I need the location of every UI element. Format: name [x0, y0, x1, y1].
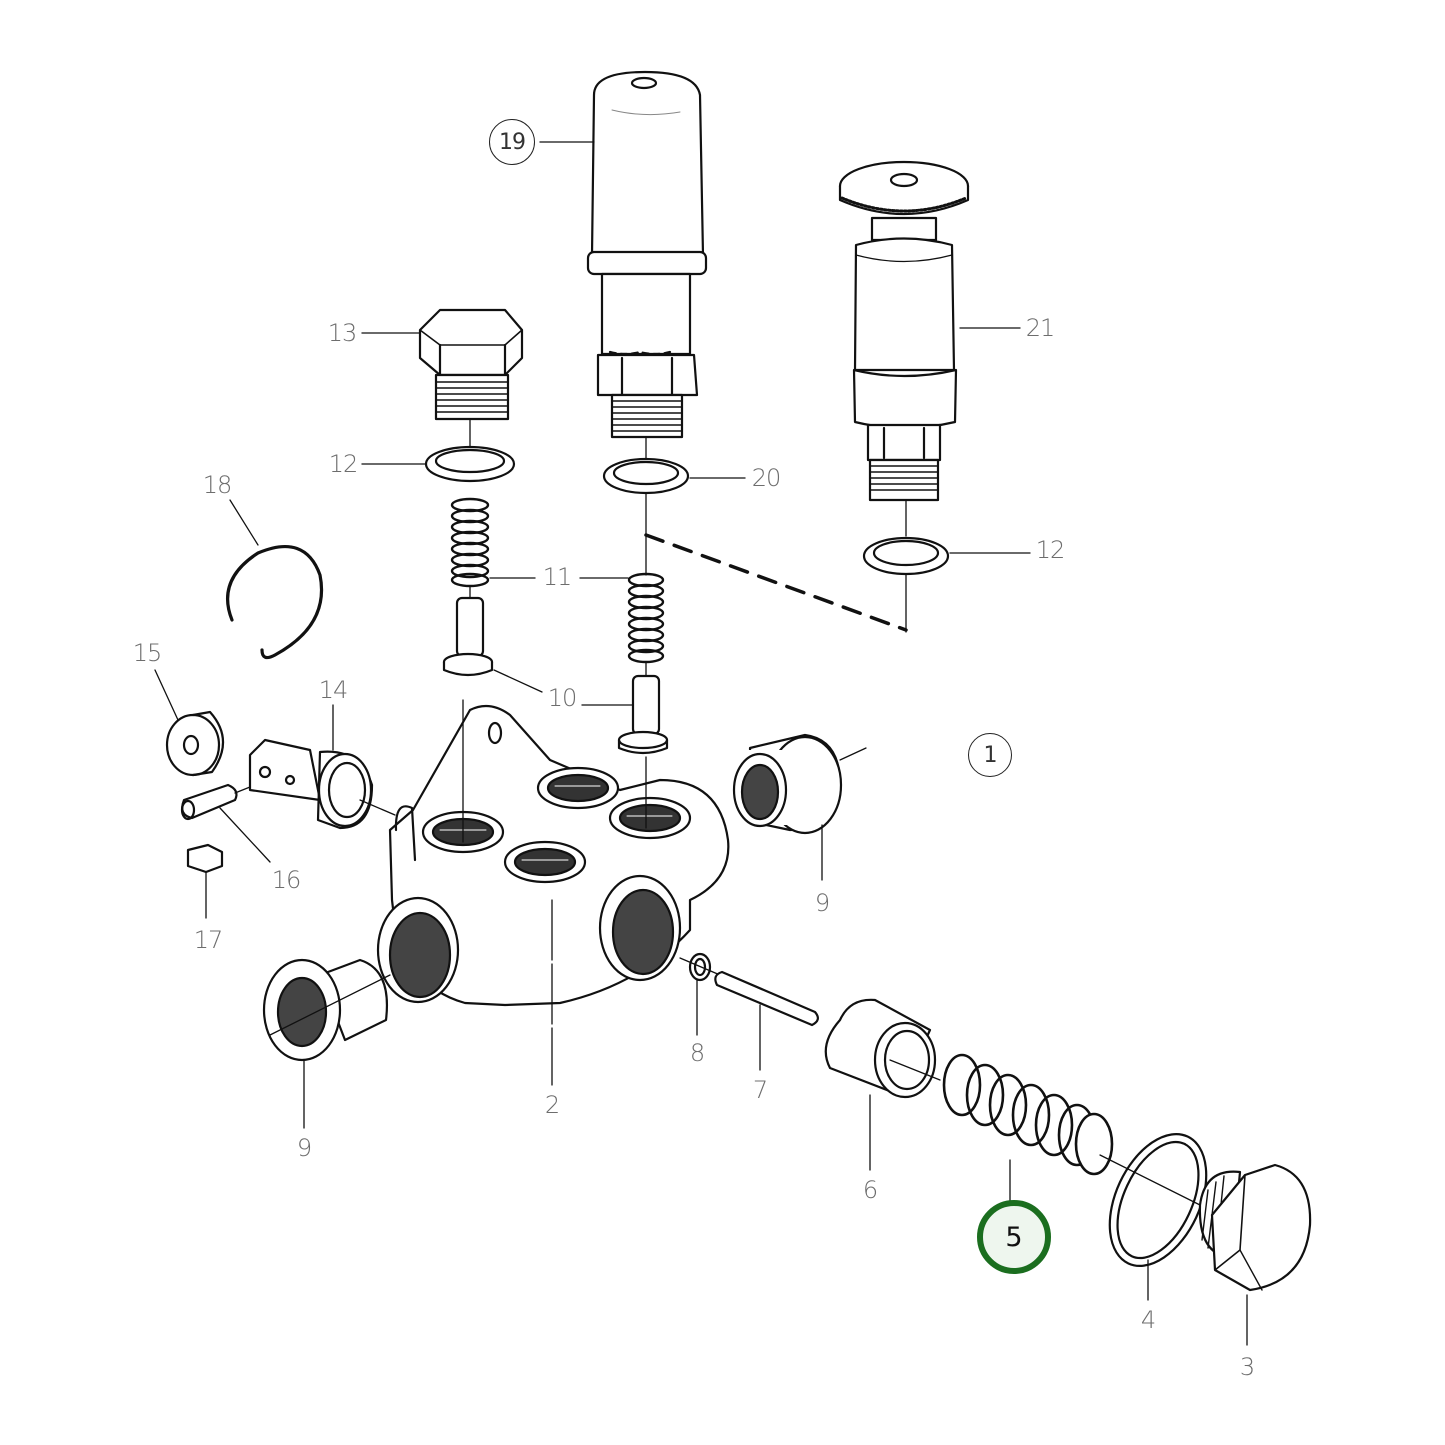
callout-5-highlighted[interactable]: 5 — [977, 1200, 1051, 1274]
part-17-key — [186, 843, 224, 919]
part-3-hex-plug — [1198, 1163, 1312, 1346]
part-9-union-right — [732, 733, 867, 881]
callout-12-right[interactable]: 12 — [1035, 536, 1066, 564]
callout-6[interactable]: 6 — [862, 1176, 878, 1204]
part-2-pump-housing — [376, 699, 730, 1086]
part-8-o-ring — [679, 952, 721, 1036]
callout-17[interactable]: 17 — [193, 926, 224, 954]
part-20-sealing-ring — [602, 436, 746, 576]
part-10-valve-plungers — [442, 586, 669, 755]
callout-13[interactable]: 13 — [327, 319, 358, 347]
part-12-sealing-ring-left — [361, 418, 516, 483]
callout-9-left[interactable]: 9 — [296, 1134, 312, 1162]
callout-10[interactable]: 10 — [547, 684, 578, 712]
callout-11[interactable]: 11 — [542, 563, 573, 591]
part-15-roller — [154, 669, 225, 777]
dashed-alignment-line — [644, 533, 908, 632]
part-5-spring — [942, 1053, 1114, 1229]
part-12-sealing-ring-right — [862, 499, 1031, 633]
callout-21[interactable]: 21 — [1025, 314, 1056, 342]
callout-12-left[interactable]: 12 — [328, 450, 359, 478]
callout-4[interactable]: 4 — [1140, 1306, 1156, 1334]
callout-18[interactable]: 18 — [202, 471, 233, 499]
part-6-sleeve — [824, 998, 941, 1171]
part-13-hex-plug — [361, 308, 524, 421]
callout-1-assembly[interactable]: 1 — [968, 733, 1012, 777]
part-9-union-left — [262, 958, 391, 1129]
part-21-hand-primer — [838, 160, 1021, 502]
callout-7[interactable]: 7 — [752, 1076, 768, 1104]
callout-16[interactable]: 16 — [271, 866, 302, 894]
callout-2[interactable]: 2 — [544, 1091, 560, 1119]
part-18-retaining-clip — [226, 499, 324, 660]
callout-8[interactable]: 8 — [689, 1039, 705, 1067]
callout-19[interactable]: 19 — [489, 119, 535, 165]
part-14-coupling — [248, 704, 396, 830]
part-16-pin — [180, 783, 271, 863]
callout-15[interactable]: 15 — [132, 639, 163, 667]
part-11-valve-springs — [450, 497, 665, 664]
callout-14[interactable]: 14 — [318, 676, 349, 704]
part-19-filter-cover — [539, 70, 708, 439]
callout-9-right[interactable]: 9 — [814, 889, 830, 917]
part-7-pin — [714, 970, 819, 1071]
callout-3[interactable]: 3 — [1239, 1353, 1255, 1381]
callout-20[interactable]: 20 — [751, 464, 782, 492]
part-4-sealing-washer — [1099, 1133, 1211, 1301]
